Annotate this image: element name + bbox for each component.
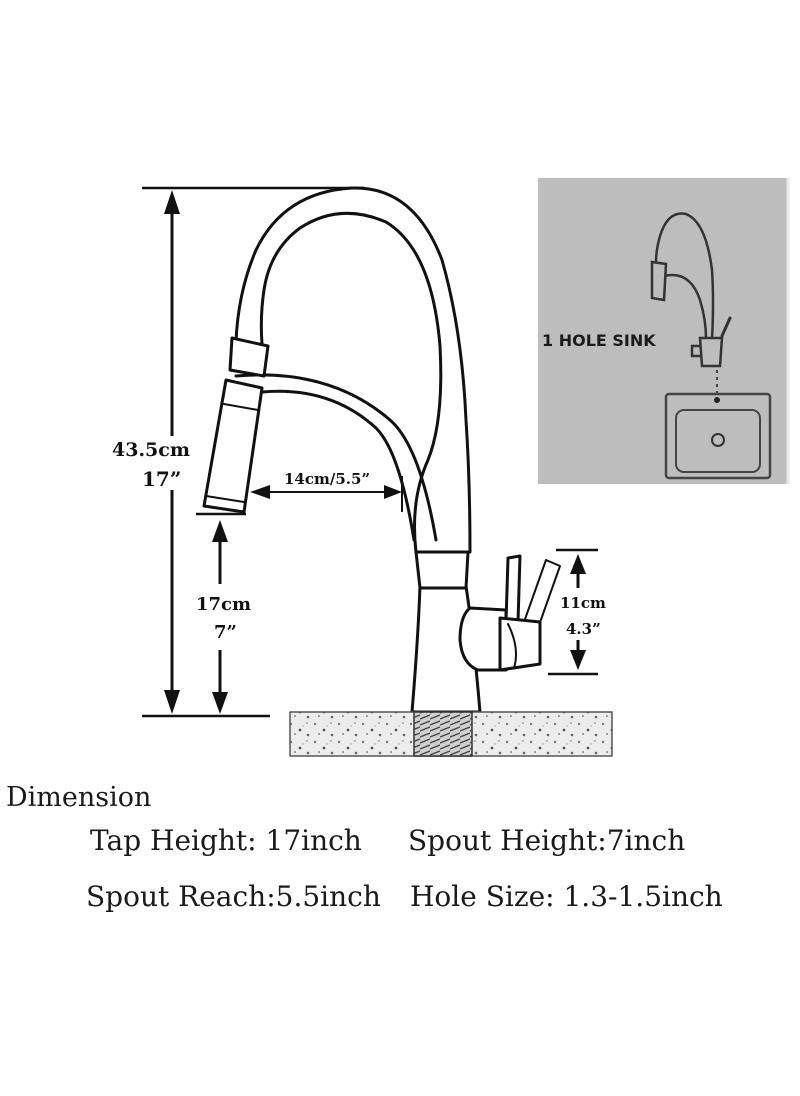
total-height-arrow-bottom xyxy=(164,690,180,714)
inset-spray-head xyxy=(650,260,668,302)
handle-lever xyxy=(504,554,522,624)
inset-sink-outer xyxy=(664,392,772,480)
inset-faucet-neck xyxy=(654,212,715,342)
spray-head xyxy=(228,336,270,378)
tap-height-spec: Tap Height: 17inch xyxy=(90,824,362,857)
handle-arrow-top xyxy=(570,554,586,574)
faucet-gooseneck-inner xyxy=(259,211,443,554)
inset-faucet-body xyxy=(698,336,724,368)
handle-cartridge xyxy=(498,616,542,672)
total-height-cm-label: 43.5cm xyxy=(112,439,190,461)
spray-head-lower xyxy=(202,378,264,514)
reach-arrow-left xyxy=(250,485,270,499)
total-height-arrow-top xyxy=(164,190,180,214)
faucet-gooseneck-outer xyxy=(234,186,472,554)
spout-height-spec: Spout Height:7inch xyxy=(408,824,686,857)
reach-label: 14cm/5.5” xyxy=(284,470,370,488)
handle-lever-ghost xyxy=(523,559,561,629)
reach-arrow-right xyxy=(384,485,402,499)
inset-sink-bowl xyxy=(675,409,761,473)
faucet-collar xyxy=(414,550,470,590)
handle-arrow-bottom xyxy=(570,650,586,670)
dimension-lines xyxy=(142,186,598,718)
inset-label: 1 HOLE SINK xyxy=(542,331,656,350)
spout-height-arrow-bottom xyxy=(212,692,228,714)
handle-cm-label: 11cm xyxy=(560,594,606,612)
faucet-handle-hub xyxy=(458,606,508,672)
mounting-thread xyxy=(413,711,473,757)
handle-in-label: 4.3” xyxy=(566,620,601,638)
spout-height-arrow-top xyxy=(212,520,228,542)
inset-drain xyxy=(711,433,725,447)
hole-size-spec: Hole Size: 1.3-1.5inch xyxy=(410,880,723,913)
faucet-drawing xyxy=(202,186,613,757)
spout-height-cm-label: 17cm xyxy=(196,594,251,615)
spout-reach-spec: Spout Reach:5.5inch xyxy=(86,880,381,913)
faucet-hose xyxy=(234,373,438,542)
total-height-in-label: 17” xyxy=(142,467,181,491)
faucet-hose-inner xyxy=(260,389,416,542)
sink-inset: 1 HOLE SINK xyxy=(538,178,790,484)
spout-height-in-label: 7” xyxy=(214,622,237,643)
inset-faucet-hose xyxy=(662,273,708,340)
dimension-title: Dimension xyxy=(6,782,152,813)
